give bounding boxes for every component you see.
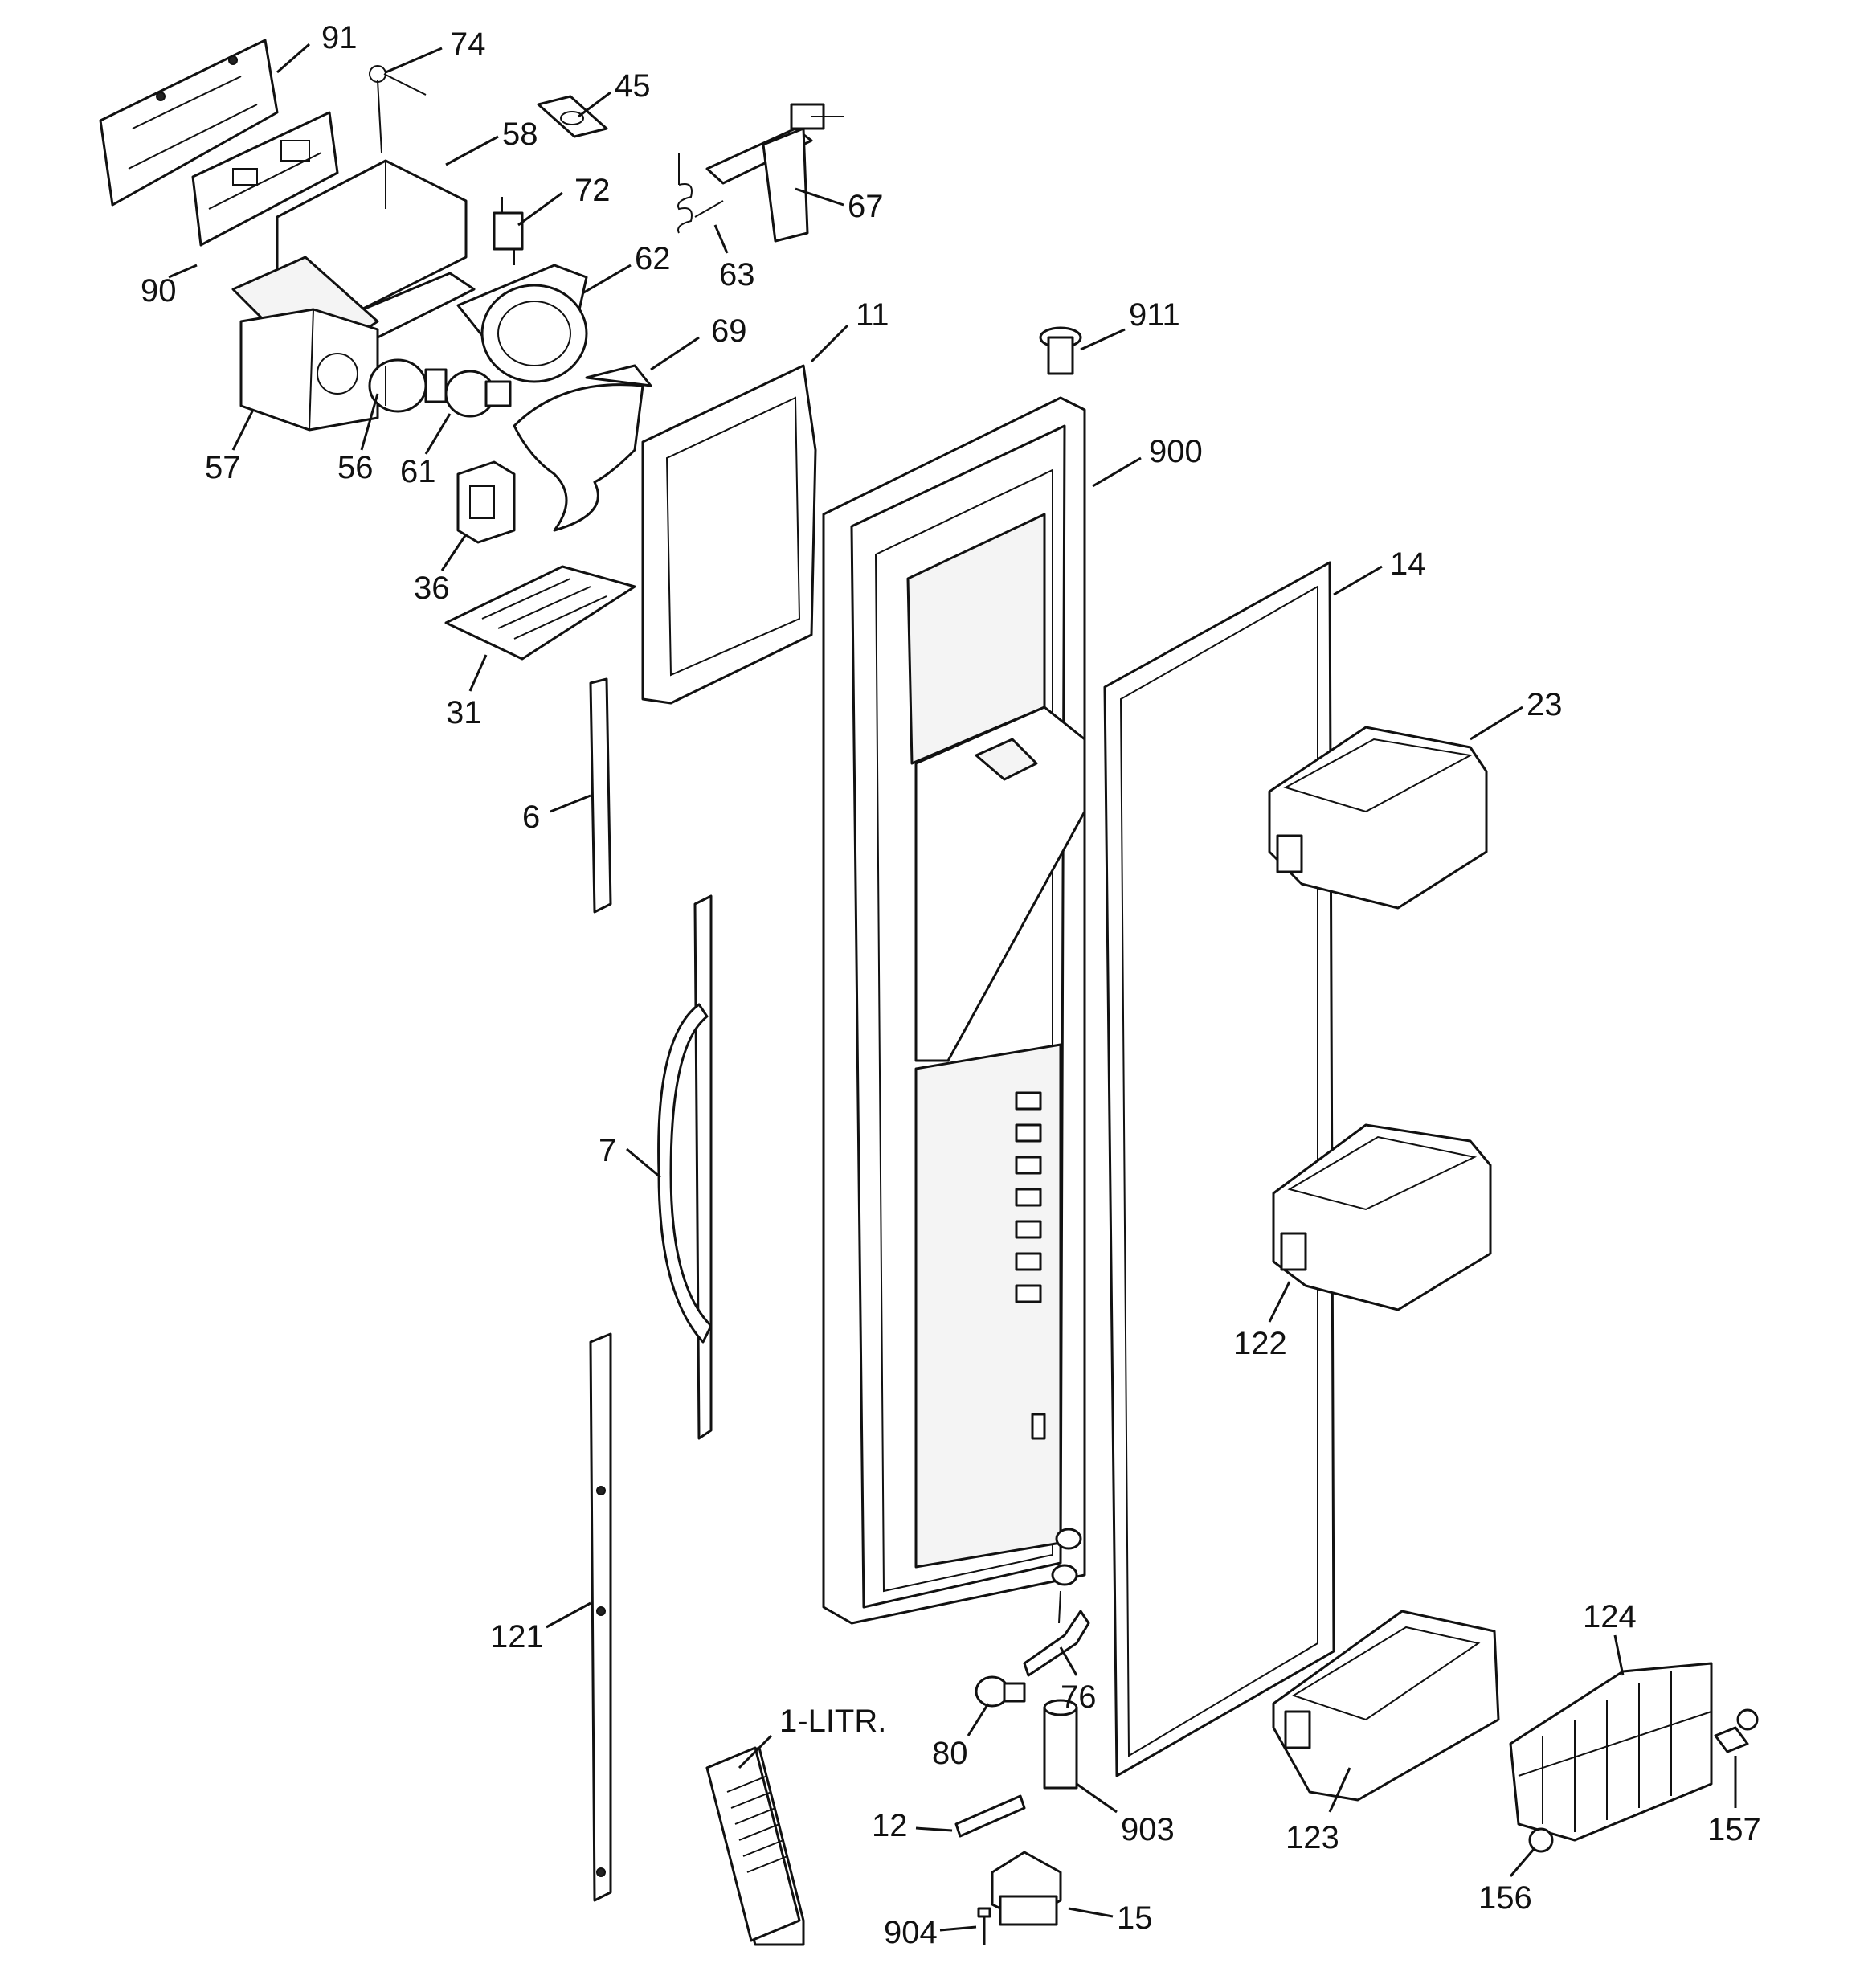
door-shelf-clips: [1015, 1091, 1042, 1303]
part-11-dispenser-frame: [641, 364, 817, 705]
part-69-ice-chute: [513, 364, 652, 532]
leader-lines: [168, 43, 1737, 1932]
callout-74: 74: [450, 27, 486, 62]
part-74-spring: [369, 65, 427, 153]
callout-14: 14: [1390, 546, 1426, 582]
callout-80: 80: [932, 1736, 968, 1771]
callout-900: 900: [1149, 434, 1203, 469]
callout-62: 62: [635, 241, 671, 276]
part-14-door-gasket: [1103, 561, 1335, 1777]
callout-911: 911: [1129, 297, 1180, 333]
callout-6: 6: [522, 800, 540, 835]
part-911-bushing: [1039, 326, 1082, 375]
part-903-sleeve: [1043, 1699, 1078, 1790]
part-15-hinge: [991, 1851, 1062, 1926]
callout-31: 31: [446, 695, 482, 730]
part-904-screw: [977, 1907, 991, 1945]
callout-904: 904: [884, 1915, 938, 1950]
part-31-drip-grille: [444, 565, 636, 661]
callout-7: 7: [599, 1133, 616, 1168]
callout-12: 12: [872, 1808, 908, 1843]
part-90-control-board: [191, 111, 339, 247]
callout-61: 61: [400, 454, 436, 489]
callout-903: 903: [1121, 1812, 1175, 1847]
callout-91: 91: [321, 20, 358, 55]
part-6-trim-strip: [589, 677, 612, 914]
part-56-coupler: [368, 358, 448, 413]
callout-15: 15: [1117, 1900, 1153, 1936]
part-80-fitting: [975, 1675, 1026, 1708]
callout-23: 23: [1527, 687, 1563, 722]
part-76-tube: [1023, 1610, 1090, 1677]
callout-57: 57: [205, 450, 241, 485]
callout-76: 76: [1061, 1679, 1097, 1715]
part-122-door-bin-middle: [1272, 1123, 1492, 1311]
part-63-torsion-spring: [677, 153, 724, 234]
part-121-long-trim-strip: [589, 1332, 612, 1902]
part-157-knob: [1714, 1708, 1759, 1753]
callout-123: 123: [1286, 1820, 1339, 1855]
part-36-bracket: [456, 460, 516, 544]
part-62-ring-housing: [456, 264, 588, 383]
callout-121: 121: [490, 1619, 544, 1655]
part-61-cam: [444, 370, 512, 418]
callout-72: 72: [574, 173, 611, 208]
part-12-hinge-bracket: [954, 1794, 1026, 1838]
callout-36: 36: [414, 571, 450, 606]
part-124-wire-basket: [1509, 1662, 1713, 1842]
callout-63: 63: [719, 257, 755, 292]
callout-90: 90: [141, 273, 177, 309]
part-1-litr-literature: [705, 1746, 805, 1946]
callout-1-litr: 1-LITR.: [779, 1704, 886, 1739]
callout-45: 45: [615, 68, 651, 104]
part-91-cover-plate: [99, 39, 279, 207]
callout-157: 157: [1707, 1812, 1761, 1847]
part-57-auger-motor: [239, 308, 379, 432]
callout-122: 122: [1233, 1326, 1287, 1361]
part-123-door-bin-lower: [1272, 1610, 1500, 1802]
callout-124: 124: [1583, 1599, 1637, 1634]
part-7-door-handle: [657, 894, 713, 1440]
callout-11: 11: [856, 297, 889, 333]
callout-156: 156: [1478, 1880, 1532, 1916]
part-67-actuator-arm: [705, 103, 844, 243]
part-900-door: [822, 396, 1086, 1625]
callout-69: 69: [711, 313, 747, 349]
callout-56: 56: [337, 450, 374, 485]
part-156-cap: [1528, 1827, 1554, 1853]
callout-58: 58: [502, 117, 538, 152]
part-72-switch: [493, 197, 524, 265]
callout-labels: 91 74 45 58 72 67 63 62 90 69 11 911 57 …: [141, 20, 1761, 1950]
part-23-door-bin-upper: [1268, 726, 1488, 910]
callout-67: 67: [848, 189, 884, 224]
part-45-bracket: [537, 95, 608, 138]
